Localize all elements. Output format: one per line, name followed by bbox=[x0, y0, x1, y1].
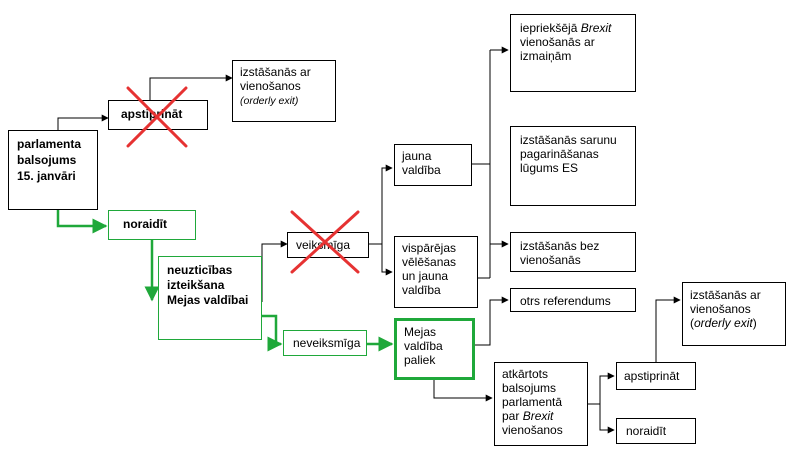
arrow-vote-approve bbox=[57, 114, 109, 130]
node-new-government: jauna valdība bbox=[394, 144, 472, 186]
arrow-second-ref bbox=[475, 296, 509, 346]
node-approve-2: apstiprināt bbox=[616, 362, 696, 390]
arrow-reject-2 bbox=[599, 404, 615, 434]
cross-icon bbox=[126, 86, 188, 148]
node-unsuccessful: neveiksmīga bbox=[283, 330, 367, 356]
node-previous-brexit-deal: iepriekšējā Brexit vienošanās ar izmaiņā… bbox=[510, 14, 636, 92]
cross-icon bbox=[290, 210, 360, 274]
node-approve: apstiprināt bbox=[108, 100, 208, 130]
arrow-noconf-success bbox=[261, 240, 288, 302]
node-orderly-exit-2: izstāšanās ar vienošanos (orderly exit) bbox=[682, 282, 786, 346]
node-parliament-vote: parlamenta balsojums 15. janvāri bbox=[8, 130, 98, 210]
node-revote: atkārtots balsojums parlamentā par Brexi… bbox=[494, 362, 588, 446]
node-reject: noraidīt bbox=[108, 210, 196, 240]
arrow-election bbox=[381, 244, 393, 276]
arrow-exit-2 bbox=[655, 296, 681, 362]
node-general-election: vispārējas vēlēšanas un jauna valdība bbox=[394, 236, 478, 308]
node-second-referendum: otrs referendums bbox=[510, 288, 636, 312]
node-reject-2: noraidīt bbox=[616, 418, 696, 444]
arrow-approve-2 bbox=[599, 372, 615, 404]
node-may-government-stays: Mejas valdība paliek bbox=[394, 318, 475, 380]
green-arrow-vote-reject bbox=[56, 210, 108, 234]
arrow-revote bbox=[433, 380, 493, 402]
node-orderly-exit-1: izstāšanās ar vienošanos (orderly exit) bbox=[232, 60, 336, 122]
arrow-approve-exit bbox=[149, 74, 233, 100]
node-extension-request: izstāšanās sarunu pagarināšanas lūgums E… bbox=[510, 126, 636, 206]
node-no-deal-exit: izstāšanās bez vienošanās bbox=[510, 232, 636, 272]
green-arrow-noconf-unsucc bbox=[262, 314, 283, 352]
arrow-new-gov bbox=[381, 164, 393, 244]
node-no-confidence: neuzticības izteikšana Mejas valdībai bbox=[158, 256, 262, 340]
